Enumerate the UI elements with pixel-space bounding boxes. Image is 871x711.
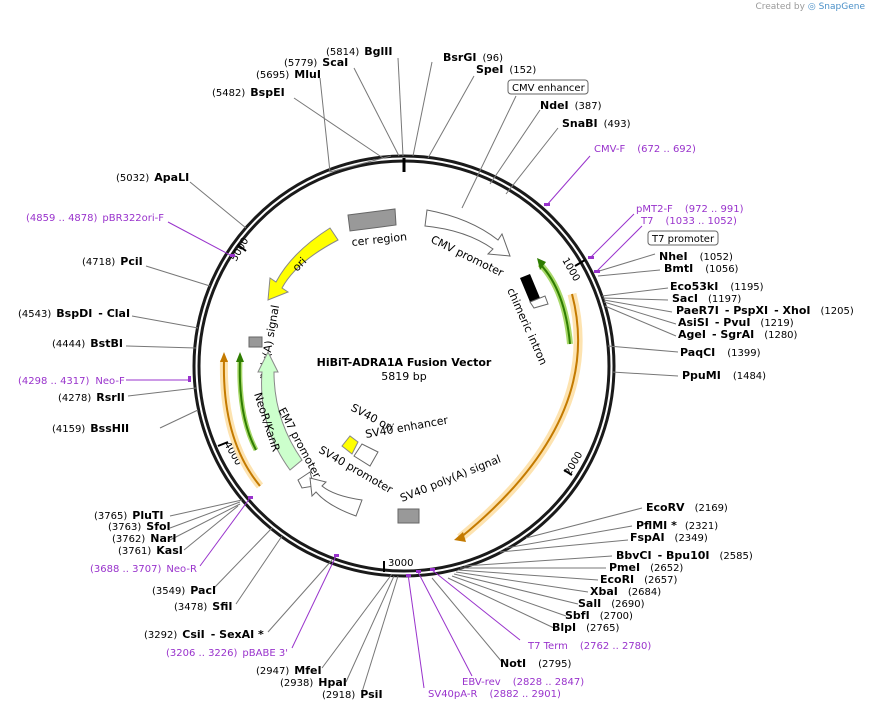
- site-bspdi[interactable]: (4543)BspDI- ClaI: [18, 307, 130, 320]
- sv40-polya-feature[interactable]: [397, 508, 420, 524]
- cer-region-label: cer region: [351, 230, 408, 249]
- orf-arc-arrowhead: [454, 532, 466, 542]
- left-green-arrowhead: [236, 352, 244, 362]
- left-orange-arrowhead: [220, 352, 228, 362]
- tick-label-5000: 5000: [229, 236, 251, 264]
- backbone-outer: [192, 154, 616, 578]
- primer-pbr322ori-f[interactable]: (4859 .. 4878)pBR322ori-F: [26, 213, 164, 224]
- site-ecorv[interactable]: EcoRV(2169): [646, 501, 728, 514]
- site-nhei[interactable]: NheI(1052): [659, 250, 733, 263]
- site-mlui[interactable]: (5695)MluI: [256, 68, 321, 81]
- site-pluti[interactable]: (3765)PluTI: [94, 509, 164, 522]
- primer-sv40pa-r[interactable]: SV40pA-R(2882 .. 2901): [428, 689, 561, 700]
- sv40-polya-label: SV40 poly(A) signal: [398, 452, 502, 504]
- site-pmei[interactable]: PmeI(2652): [609, 561, 683, 574]
- left-green-arc-line: [238, 359, 257, 451]
- site-sbfi[interactable]: SbfI(2700): [565, 609, 633, 622]
- site-sfii[interactable]: (3478)SfiI: [174, 600, 232, 613]
- site-sali[interactable]: SalI(2690): [578, 597, 645, 610]
- sv40-promoter-label: SV40 promoter: [317, 443, 396, 496]
- chimeric-intron-line: [539, 263, 571, 345]
- snapgene-credit: Created by ◎ SnapGene: [755, 2, 865, 12]
- site-snabi[interactable]: SnaBI(493): [562, 117, 631, 130]
- site-apali[interactable]: (5032)ApaLI: [116, 171, 189, 184]
- site-paci[interactable]: (3549)PacI: [152, 584, 216, 597]
- site-paqci[interactable]: PaqCI(1399): [680, 346, 761, 359]
- small-white-feature: [529, 295, 549, 309]
- site-bbvci[interactable]: BbvCI- Bpu10I(2585): [616, 549, 753, 562]
- site-blpi[interactable]: BlpI(2765): [552, 621, 619, 634]
- intron-marker: [520, 274, 540, 302]
- primer-pbabe-3[interactable]: (3206 .. 3226)pBABE 3': [166, 648, 288, 659]
- cmv-promoter-feature[interactable]: [424, 209, 511, 257]
- site-bmti[interactable]: BmtI(1056): [664, 262, 739, 275]
- site-ecori[interactable]: EcoRI(2657): [600, 573, 678, 586]
- tick-label-2000: 2000: [563, 450, 585, 478]
- site-saci[interactable]: SacI(1197): [672, 292, 741, 305]
- site-asisi[interactable]: AsiSI- PvuI(1219): [678, 316, 794, 329]
- credit-brand: SnapGene: [818, 2, 865, 12]
- site-xbai[interactable]: XbaI(2684): [590, 585, 661, 598]
- site-bsrgi[interactable]: BsrGI(96): [443, 51, 503, 64]
- site-bstbi[interactable]: (4444)BstBI: [52, 337, 123, 350]
- primer-lines: [126, 155, 643, 689]
- primer-ebv-rev[interactable]: EBV-rev(2828 .. 2847): [462, 677, 584, 688]
- site-eco53ki[interactable]: Eco53kI(1195): [670, 280, 764, 293]
- site-ppumi[interactable]: PpuMI(1484): [682, 369, 766, 382]
- site-pflmi[interactable]: PflMI *(2321): [636, 519, 718, 532]
- site-fspai[interactable]: FspAI(2349): [630, 531, 708, 544]
- site-rsrii[interactable]: (4278)RsrII: [58, 391, 125, 404]
- site-bglii[interactable]: (5814)BglII: [326, 45, 392, 58]
- site-pcii[interactable]: (4718)PciI: [82, 255, 143, 268]
- primer-t7[interactable]: T7(1033 .. 1052): [640, 216, 737, 227]
- sv40-promoter-feature[interactable]: [309, 477, 363, 517]
- site-bsshii[interactable]: (4159)BssHII: [52, 422, 129, 435]
- polya-signal-feature[interactable]: [248, 336, 263, 348]
- primer-pmt2-f[interactable]: pMT2-F(972 .. 991): [636, 204, 744, 215]
- site-spei[interactable]: SpeI(152): [476, 63, 536, 76]
- sv40-enhancer-feature[interactable]: [353, 443, 379, 467]
- tick-label-3000: 3000: [388, 558, 413, 569]
- credit-prefix: Created by: [755, 2, 805, 12]
- site-paer7i[interactable]: PaeR7I- PspXI- XhoI(1205): [676, 304, 854, 317]
- neor-kanr-feature[interactable]: [257, 350, 303, 471]
- site-agei[interactable]: AgeI- SgrAI(1280): [678, 328, 798, 341]
- site-hpai[interactable]: (2938)HpaI: [280, 676, 347, 689]
- site-psii[interactable]: (2918)PsiI: [322, 688, 383, 701]
- ori-feature[interactable]: [267, 227, 339, 301]
- orf-arc-line: [459, 293, 580, 539]
- plasmid-size: 5819 bp: [381, 370, 426, 383]
- site-noti[interactable]: NotI(2795): [500, 657, 571, 670]
- site-nari[interactable]: (3762)NarI: [112, 532, 176, 545]
- site-csii[interactable]: (3292)CsiI- SexAI *: [144, 628, 264, 641]
- site-sfoi[interactable]: (3763)SfoI: [108, 520, 171, 533]
- leader-lines: [125, 57, 679, 693]
- cer-region-feature[interactable]: [347, 208, 397, 232]
- site-scai[interactable]: (5779)ScaI: [284, 56, 348, 69]
- primer-t7-term[interactable]: T7 Term(2762 .. 2780): [527, 641, 651, 652]
- sv40-ori-feature[interactable]: [341, 435, 359, 455]
- chimeric-intron-arrowhead: [537, 258, 546, 270]
- primer-neo-f[interactable]: (4298 .. 4317)Neo-F: [18, 376, 125, 387]
- cmv-enhancer-label: CMV enhancer: [512, 83, 586, 94]
- site-kasi[interactable]: (3761)KasI: [118, 544, 183, 557]
- boxed-cmv-enhancer[interactable]: CMV enhancer: [507, 79, 589, 95]
- t7-promoter-label: T7 promoter: [651, 234, 715, 245]
- site-bspei[interactable]: (5482)BspEI: [212, 86, 285, 99]
- primer-marks: [188, 203, 600, 577]
- boxed-t7-promoter[interactable]: T7 promoter: [647, 230, 719, 246]
- tick-marks: [217, 244, 586, 572]
- plasmid-title: HiBiT-ADRA1A Fusion Vector: [317, 356, 492, 369]
- site-mfei[interactable]: (2947)MfeI: [256, 664, 322, 677]
- site-ndei[interactable]: NdeI(387): [540, 99, 602, 112]
- primer-cmv-f[interactable]: CMV-F(672 .. 692): [594, 144, 696, 155]
- left-orange-arc-line: [222, 359, 261, 487]
- primer-neo-r[interactable]: (3688 .. 3707)Neo-R: [90, 564, 197, 575]
- snapgene-logo-icon: ◎: [807, 2, 816, 12]
